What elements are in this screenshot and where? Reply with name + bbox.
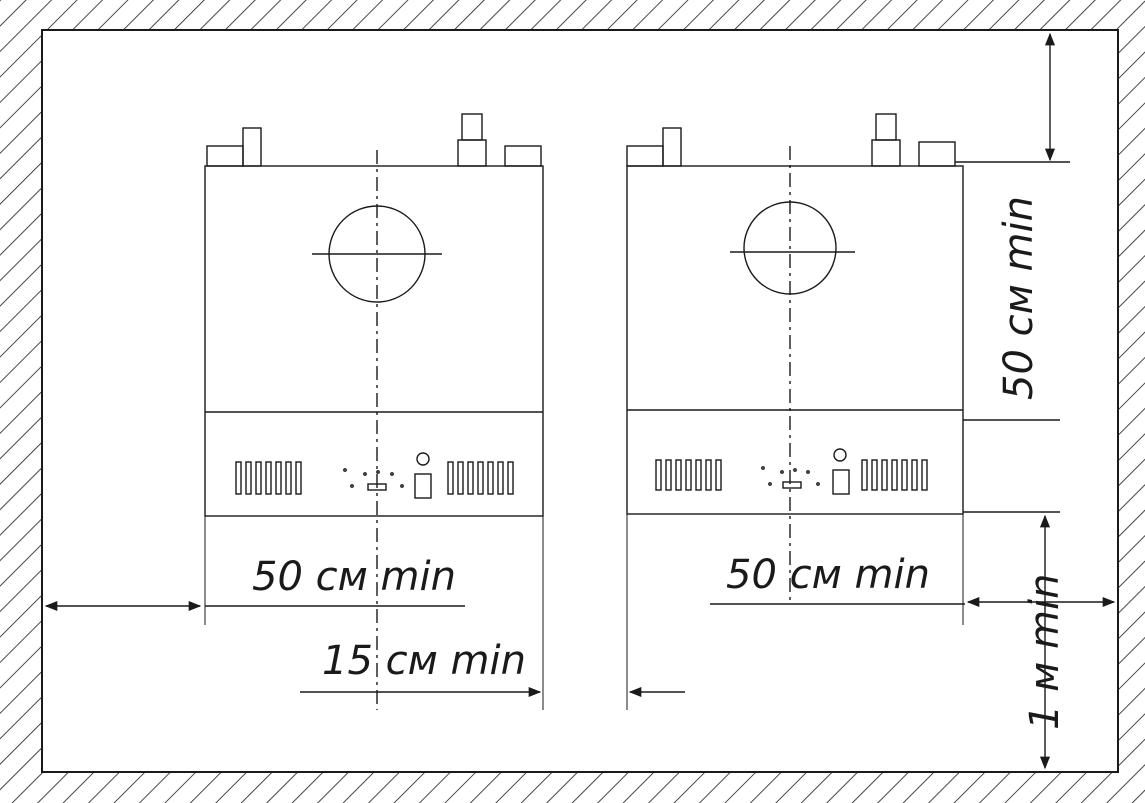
right-boiler-body <box>626 165 964 515</box>
left-boiler-body <box>204 165 544 517</box>
boiler-right <box>626 113 964 710</box>
front-clearance-label: 1 м min <box>1022 574 1068 730</box>
boiler-left <box>204 113 544 710</box>
left-vent-slots-a <box>235 461 302 495</box>
left-control-panel <box>343 452 432 499</box>
left-vent-slots-b <box>447 461 514 495</box>
left-side-clearance-label: 50 см min <box>252 554 456 600</box>
dimension-lines <box>44 32 1116 770</box>
between-units-clearance-label: 15 см min <box>322 638 526 684</box>
right-vent-slots-a <box>655 459 722 491</box>
right-control-panel <box>761 448 850 495</box>
right-side-clearance-label: 50 см min <box>726 552 930 598</box>
right-vent-slots-b <box>861 459 928 491</box>
top-clearance-label: 50 см min <box>996 196 1042 400</box>
